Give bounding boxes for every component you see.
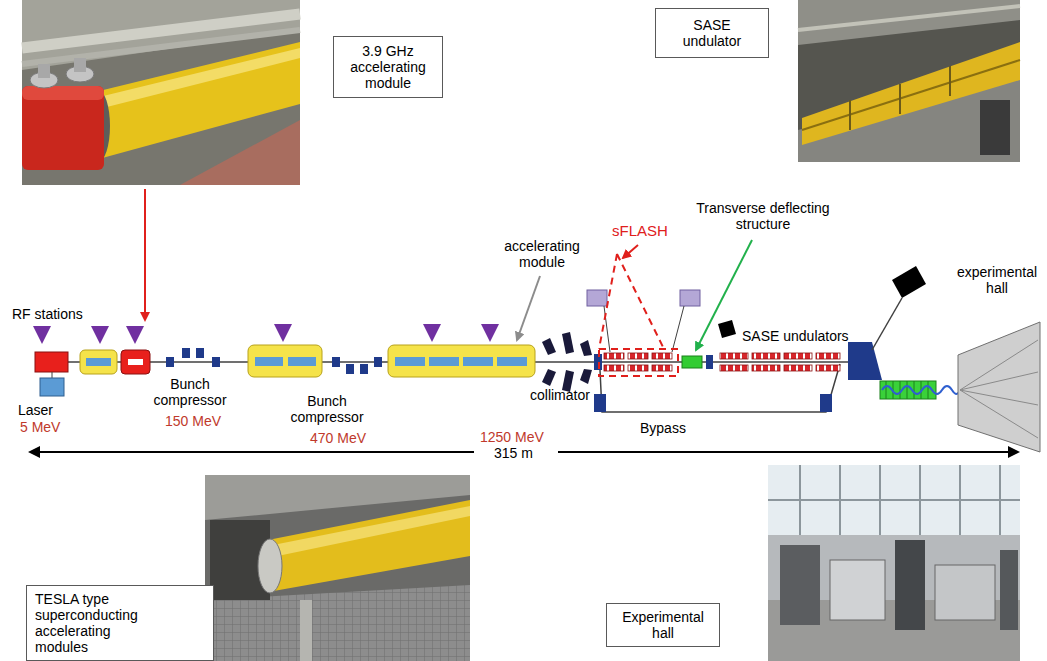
box-text: Experimental hall: [615, 609, 711, 641]
hall-photo: [768, 465, 1020, 661]
beamline-label: experimental hall: [953, 264, 1041, 296]
box-text: TESLA type superconducting accelerating …: [35, 591, 157, 655]
beamline-label: Laser: [18, 402, 53, 418]
beamline-label: Bypass: [640, 420, 686, 436]
label-box: 3.9 GHz accelerating module: [333, 36, 443, 98]
beamline-label: 5 MeV: [20, 419, 60, 435]
leader-arrows: [145, 189, 752, 350]
beamline-label: Bunch compressor: [150, 376, 230, 408]
label-box: Experimental hall: [606, 603, 720, 647]
beamline-label: Bunch compressor: [287, 393, 367, 425]
beamline-label: 315 m: [494, 445, 533, 461]
beamline-label: accelerating module: [500, 238, 584, 270]
beamline-label: collimator: [530, 387, 590, 403]
beamline-label: Transverse deflecting structure: [688, 200, 838, 232]
box-text: 3.9 GHz accelerating module: [342, 43, 434, 91]
beamline-label: 150 MeV: [165, 413, 221, 429]
beamline-label: SASE undulators: [742, 328, 849, 344]
beamline-label: RF stations: [12, 306, 83, 322]
beamline-label: 470 MeV: [310, 430, 366, 446]
beamline: [33, 254, 1040, 452]
label-box: TESLA type superconducting accelerating …: [26, 585, 214, 661]
box-text: SASE undulator: [664, 17, 760, 49]
beamline-label: sFLASH: [612, 222, 668, 239]
beamline-label: 1250 MeV: [480, 429, 544, 445]
undulator-photo: [798, 0, 1020, 162]
tesla-module-photo: [205, 475, 470, 661]
module-photo: [22, 0, 300, 185]
label-box: SASE undulator: [655, 8, 769, 58]
